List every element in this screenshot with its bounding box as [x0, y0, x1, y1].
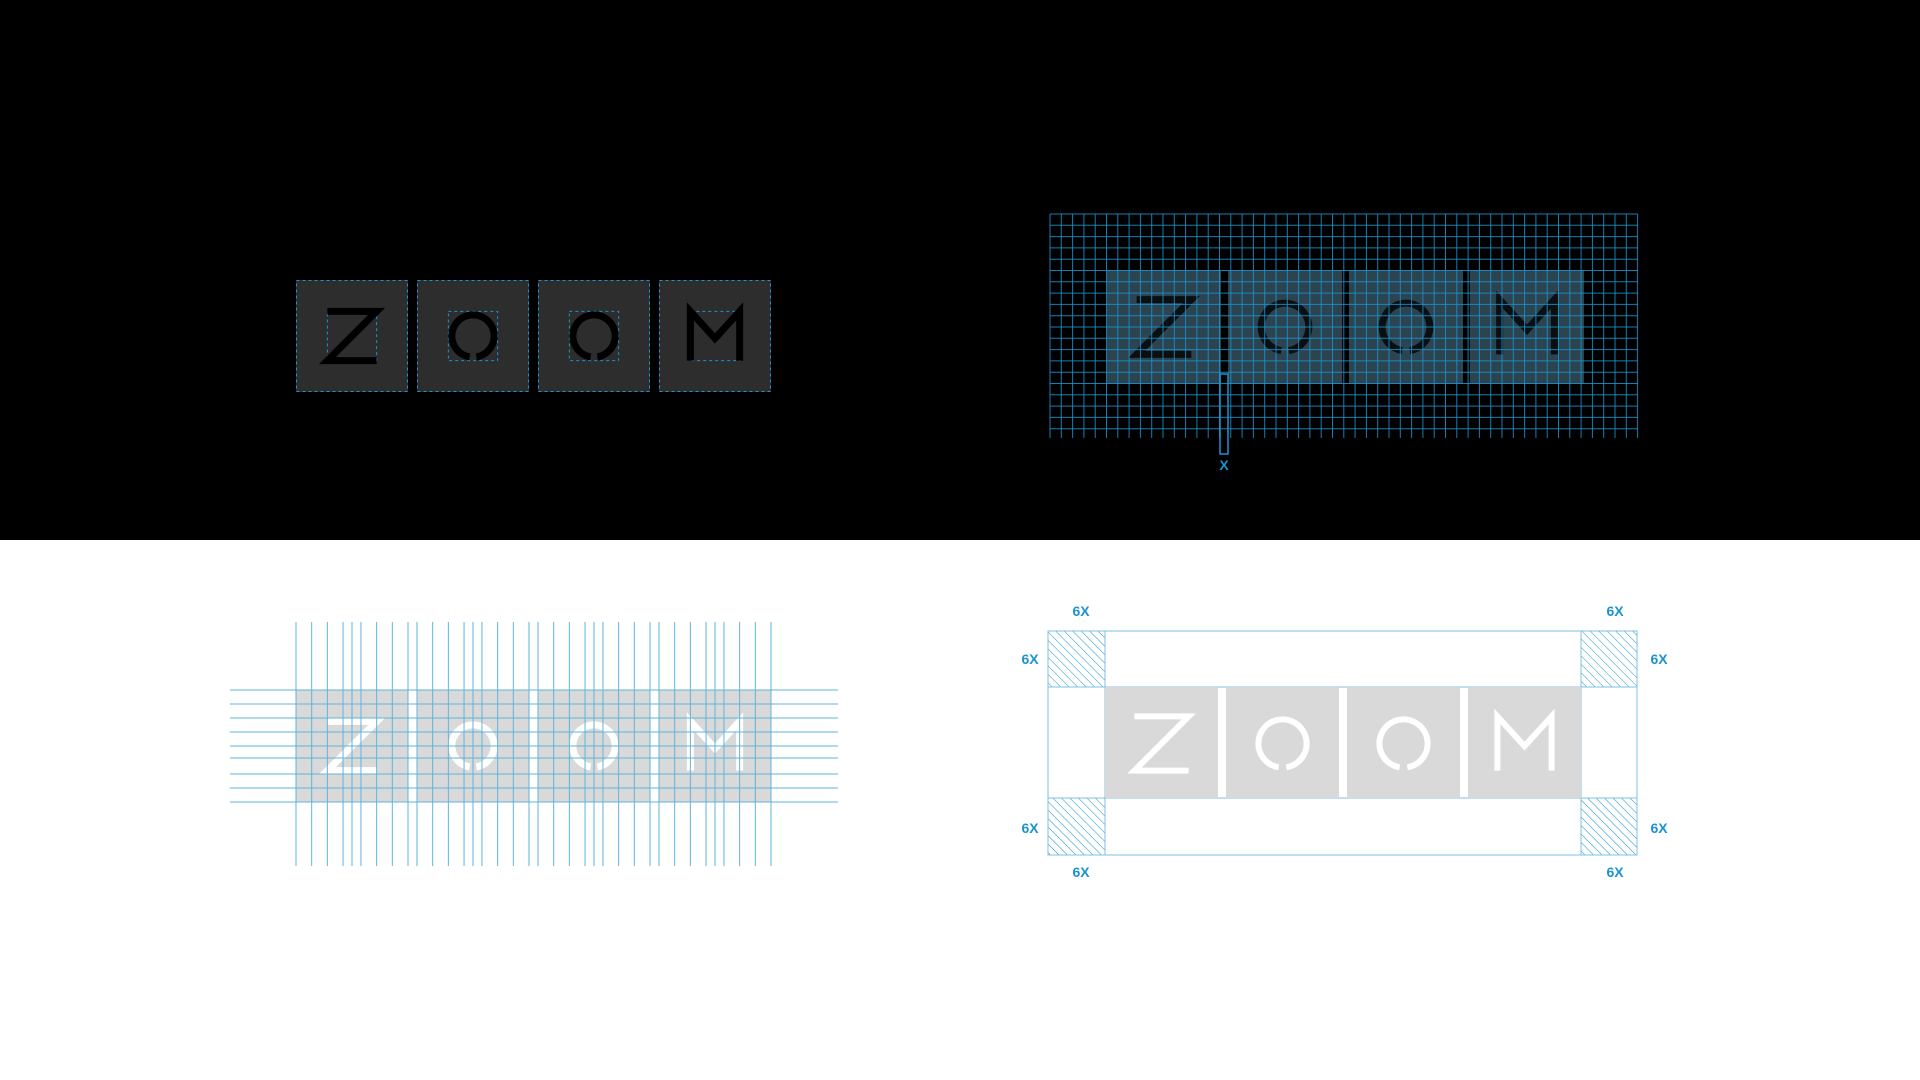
clear-space-wordmark-tiles: [1105, 687, 1581, 798]
clear-space-tile-2: [1226, 687, 1339, 798]
clearspace-label-left-upper: 6X: [1021, 651, 1039, 667]
letter-m-4: [686, 302, 744, 361]
letter-o-stroke: [569, 311, 619, 361]
hatched-corner-2: [1580, 630, 1638, 688]
x-unit-marker: [1219, 373, 1229, 455]
clearspace-label-top-right: 6X: [1606, 603, 1624, 619]
clear-space-frame: [1047, 630, 1638, 856]
hatched-corner-4: [1580, 797, 1638, 856]
tile-outline-4: [659, 280, 771, 392]
letter-m-4: [1496, 290, 1558, 355]
tile-outline-1: [296, 280, 408, 392]
clearspace-label-top-left: 6X: [1072, 603, 1090, 619]
dark-tile-3: [538, 280, 650, 392]
clearspace-label-right-lower: 6X: [1650, 820, 1668, 836]
hatched-corner-3: [1047, 797, 1106, 856]
letter-m-4: [1494, 708, 1555, 771]
letter-o-stroke: [1376, 716, 1431, 771]
letter-o-2: [448, 311, 498, 361]
clearspace-label-bottom-right: 6X: [1606, 864, 1624, 880]
letter-z-1: [318, 307, 386, 365]
clear-space-tile-3: [1347, 687, 1460, 798]
letter-o-stroke: [1378, 299, 1434, 355]
hatched-corner-1: [1047, 630, 1106, 688]
dark-tile-2: [417, 280, 529, 392]
letter-m-stroke: [1496, 290, 1558, 355]
letter-o-3: [1378, 299, 1434, 355]
x-unit-label: X: [1219, 457, 1229, 473]
letter-o-2: [1255, 716, 1310, 771]
letter-o-3: [1376, 716, 1431, 771]
clearspace-label-right-upper: 6X: [1650, 651, 1668, 667]
construction-grid: [1049, 213, 1639, 438]
letter-o-3: [569, 311, 619, 361]
tile-outline-3: [538, 280, 650, 392]
letter-o-stroke: [448, 311, 498, 361]
clearspace-label-left-lower: 6X: [1021, 820, 1039, 836]
letter-m-stroke: [686, 302, 744, 361]
x-unit-bracket: [1219, 373, 1229, 455]
clear-space-wordmark-letters: [1127, 708, 1555, 774]
letter-m-stroke: [1494, 708, 1555, 771]
letter-z-1: [1127, 713, 1196, 774]
letter-z-stroke: [318, 307, 386, 365]
guide-lines: [230, 622, 838, 866]
dark-wordmark-letters: [318, 302, 744, 365]
outer-clear-space-box: [1047, 630, 1638, 856]
tile-outline-2: [417, 280, 529, 392]
letter-o-stroke: [1255, 716, 1310, 771]
clearspace-label-bottom-left: 6X: [1072, 864, 1090, 880]
letter-z-stroke: [1127, 713, 1196, 774]
